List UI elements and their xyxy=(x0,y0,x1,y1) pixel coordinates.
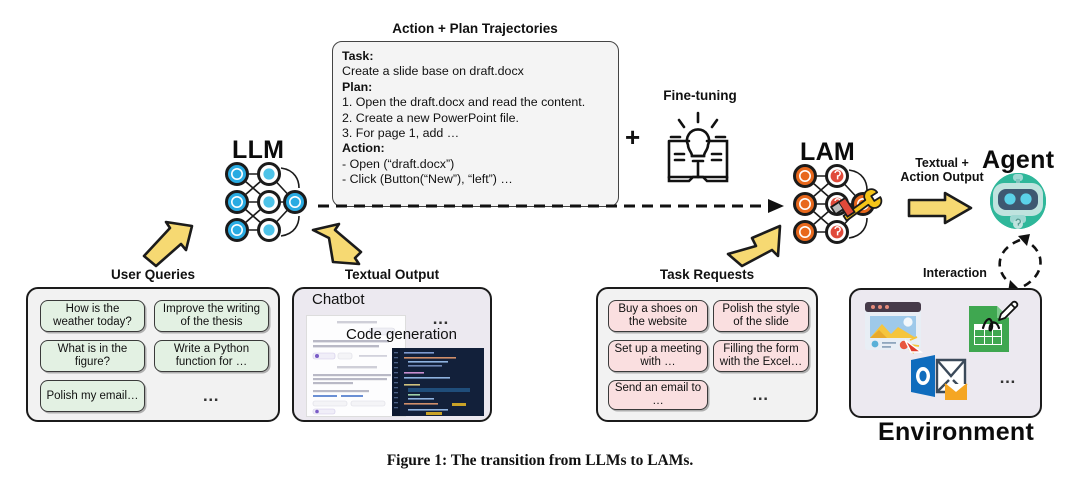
agent-output-line2: Action Output xyxy=(900,170,984,184)
trajectory-box: Task: Create a slide base on draft.docx … xyxy=(332,41,619,207)
agent-output-line1: Textual + xyxy=(915,156,969,170)
environment-title: Environment xyxy=(878,418,1035,446)
outlook-mail-icon xyxy=(909,352,971,402)
task-requests-panel: Buy a shoes on the website Polish the st… xyxy=(596,287,818,422)
query-chip[interactable]: Write a Python function for … xyxy=(154,340,269,372)
environment-panel: … xyxy=(849,288,1042,418)
user-queries-ellipsis: … xyxy=(202,386,221,405)
agent-output-label: Textual + Action Output xyxy=(888,156,996,184)
task-chip[interactable]: Buy a shoes on the website xyxy=(608,300,708,332)
trajectory-plan-label: Plan: xyxy=(342,79,373,94)
finetuning-label: Fine-tuning xyxy=(663,88,737,103)
agent-label: Agent xyxy=(982,146,1055,174)
interaction-label: Interaction xyxy=(923,266,987,280)
query-chip[interactable]: What is in the figure? xyxy=(40,340,145,372)
task-requests-title: Task Requests xyxy=(659,267,755,282)
chatbot-screenshot xyxy=(306,315,406,417)
browser-window-icon xyxy=(863,300,925,356)
trajectory-task-label: Task: xyxy=(342,49,374,63)
plus-sign: + xyxy=(625,122,641,152)
arrow-llm-to-lam-dashed xyxy=(318,196,788,216)
excel-pen-icon xyxy=(963,298,1019,356)
textual-output-panel: Chatbot … Code generation xyxy=(292,287,492,422)
trajectory-title: Action + Plan Trajectories xyxy=(392,21,558,36)
code-editor-screenshot xyxy=(392,348,484,416)
lam-label: LAM xyxy=(800,138,856,166)
task-chip[interactable]: Filling the form with the Excel… xyxy=(713,340,809,372)
trajectory-plan-step: 2. Create a new PowerPoint file. xyxy=(342,110,520,125)
trajectory-action-step: - Open (“draft.docx”) xyxy=(342,156,455,171)
trajectory-plan-step: 1. Open the draft.docx and read the cont… xyxy=(342,95,586,110)
textual-output-ellipsis: … xyxy=(432,309,451,328)
neural-network-tools-icon xyxy=(783,160,887,254)
figure-caption: Figure 1: The transition from LLMs to LA… xyxy=(386,452,694,469)
arrow-llm-to-user-queries xyxy=(136,216,206,268)
code-generation-label: Code generation xyxy=(346,326,457,343)
neural-network-icon xyxy=(215,158,315,250)
user-queries-panel: How is the weather today? Improve the wr… xyxy=(26,287,280,422)
task-chip[interactable]: Send an email to … xyxy=(608,380,708,410)
trajectory-action-label: Action: xyxy=(342,141,385,156)
robot-icon xyxy=(985,168,1051,237)
task-chip[interactable]: Polish the style of the slide xyxy=(713,300,809,332)
trajectory-plan-step: 3. For page 1, add … xyxy=(342,126,460,141)
llm-label: LLM xyxy=(232,136,285,164)
trajectory-task-text: Create a slide base on draft.docx xyxy=(342,64,524,79)
trajectory-action-step: - Click (Button(“New”), “left”) … xyxy=(342,172,513,187)
textual-output-title: Textual Output xyxy=(344,267,440,282)
task-chip[interactable]: Set up a meeting with … xyxy=(608,340,708,372)
user-queries-title: User Queries xyxy=(110,267,196,282)
arrow-lam-to-agent xyxy=(905,190,977,226)
query-chip[interactable]: Improve the writing of the thesis xyxy=(154,300,269,332)
task-requests-ellipsis: … xyxy=(751,385,771,404)
lightbulb-book-icon xyxy=(655,107,741,187)
query-chip[interactable]: How is the weather today? xyxy=(40,300,145,332)
arrow-llm-to-textual-output xyxy=(303,218,373,270)
query-chip[interactable]: Polish my email… xyxy=(40,380,145,412)
chatbot-label: Chatbot xyxy=(312,291,365,308)
arrow-task-requests-to-lam xyxy=(722,216,798,270)
environment-ellipsis: … xyxy=(999,368,1018,387)
